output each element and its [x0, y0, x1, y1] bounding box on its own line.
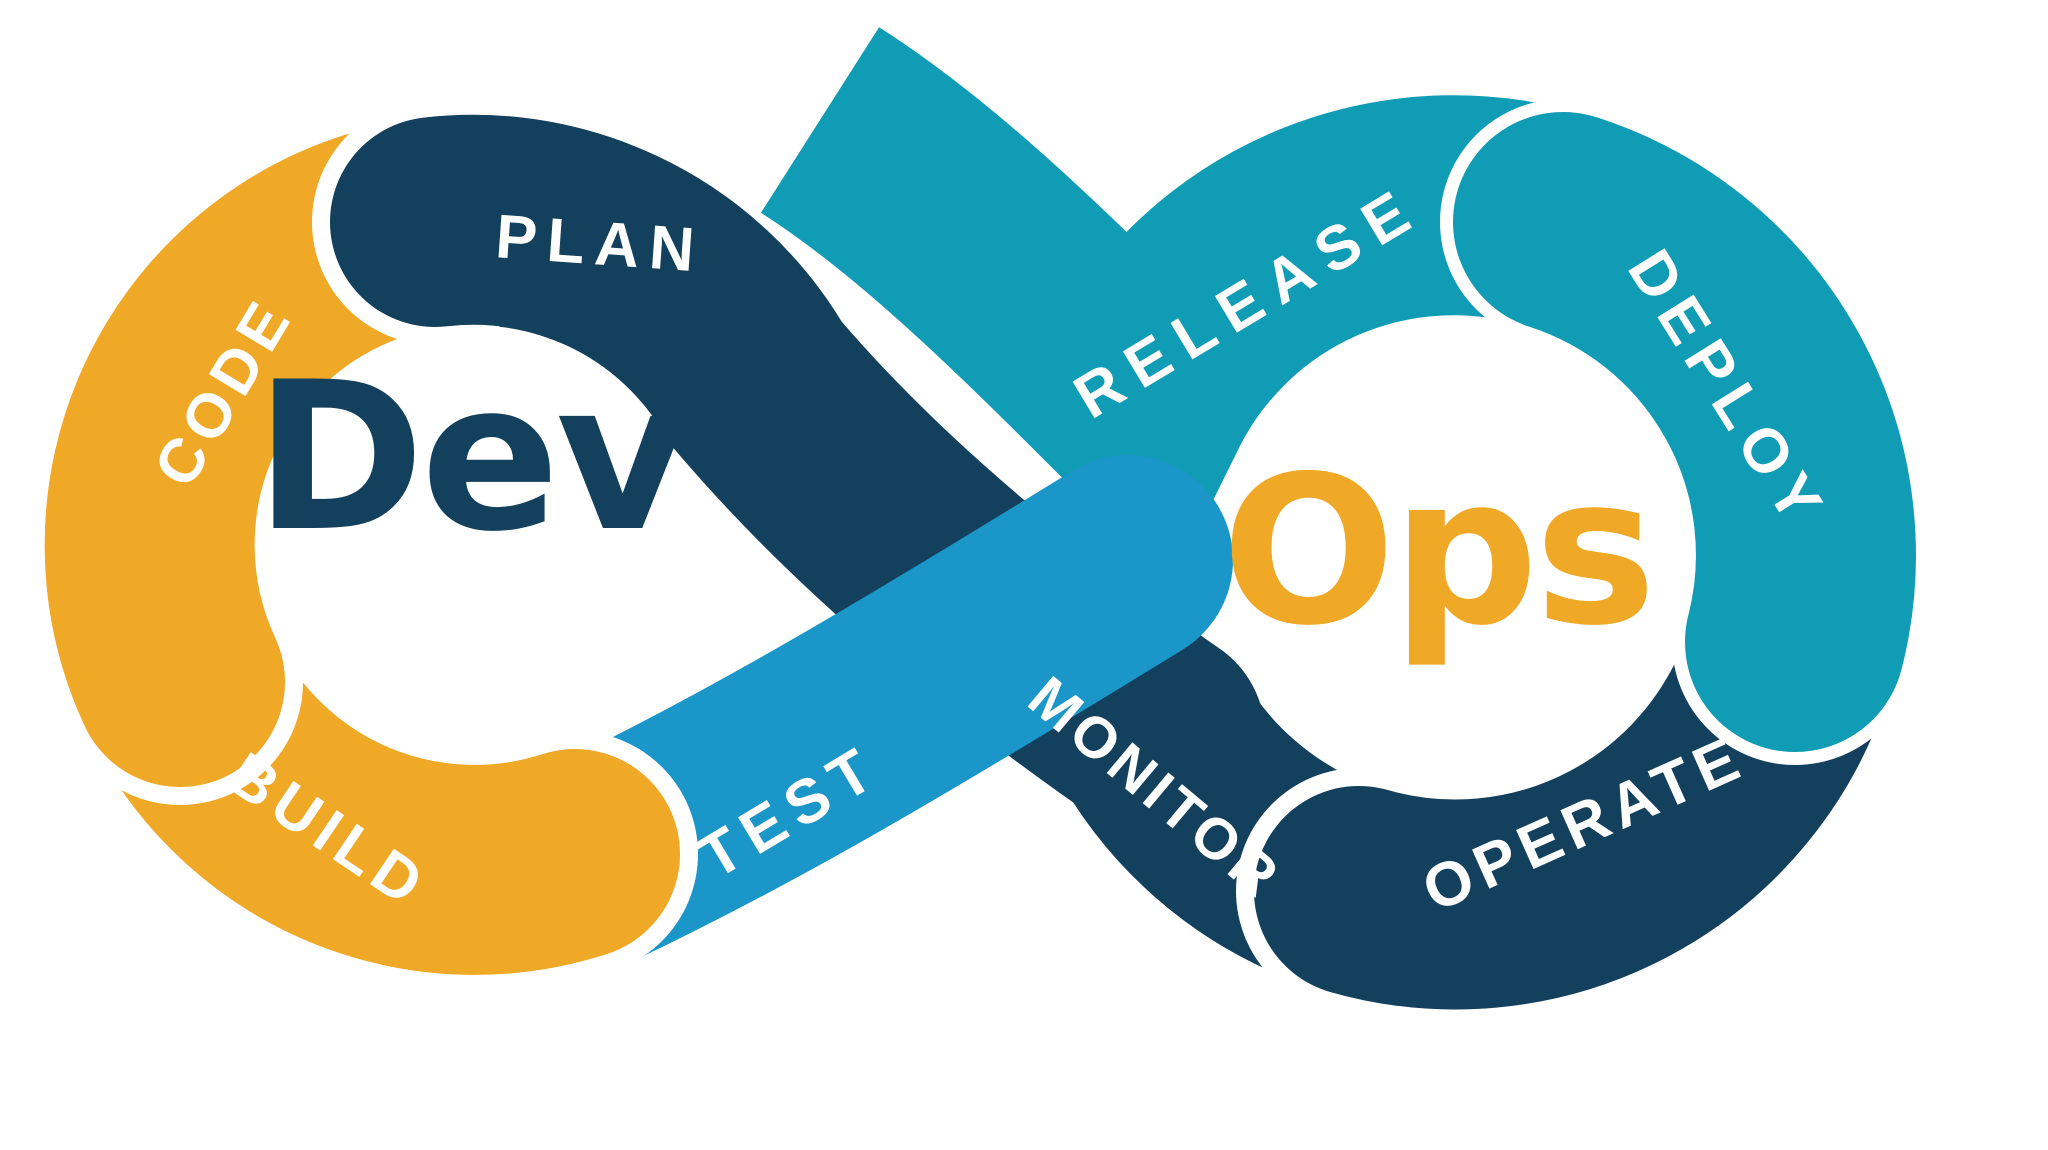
deploy-segment: [1453, 112, 1916, 752]
ops-title: Ops: [1221, 433, 1652, 671]
plan-label: PLAN: [493, 202, 706, 285]
dev-title: Dev: [255, 339, 687, 577]
release-segment: [760, 27, 1582, 587]
plan-cap-segment: [330, 114, 691, 345]
